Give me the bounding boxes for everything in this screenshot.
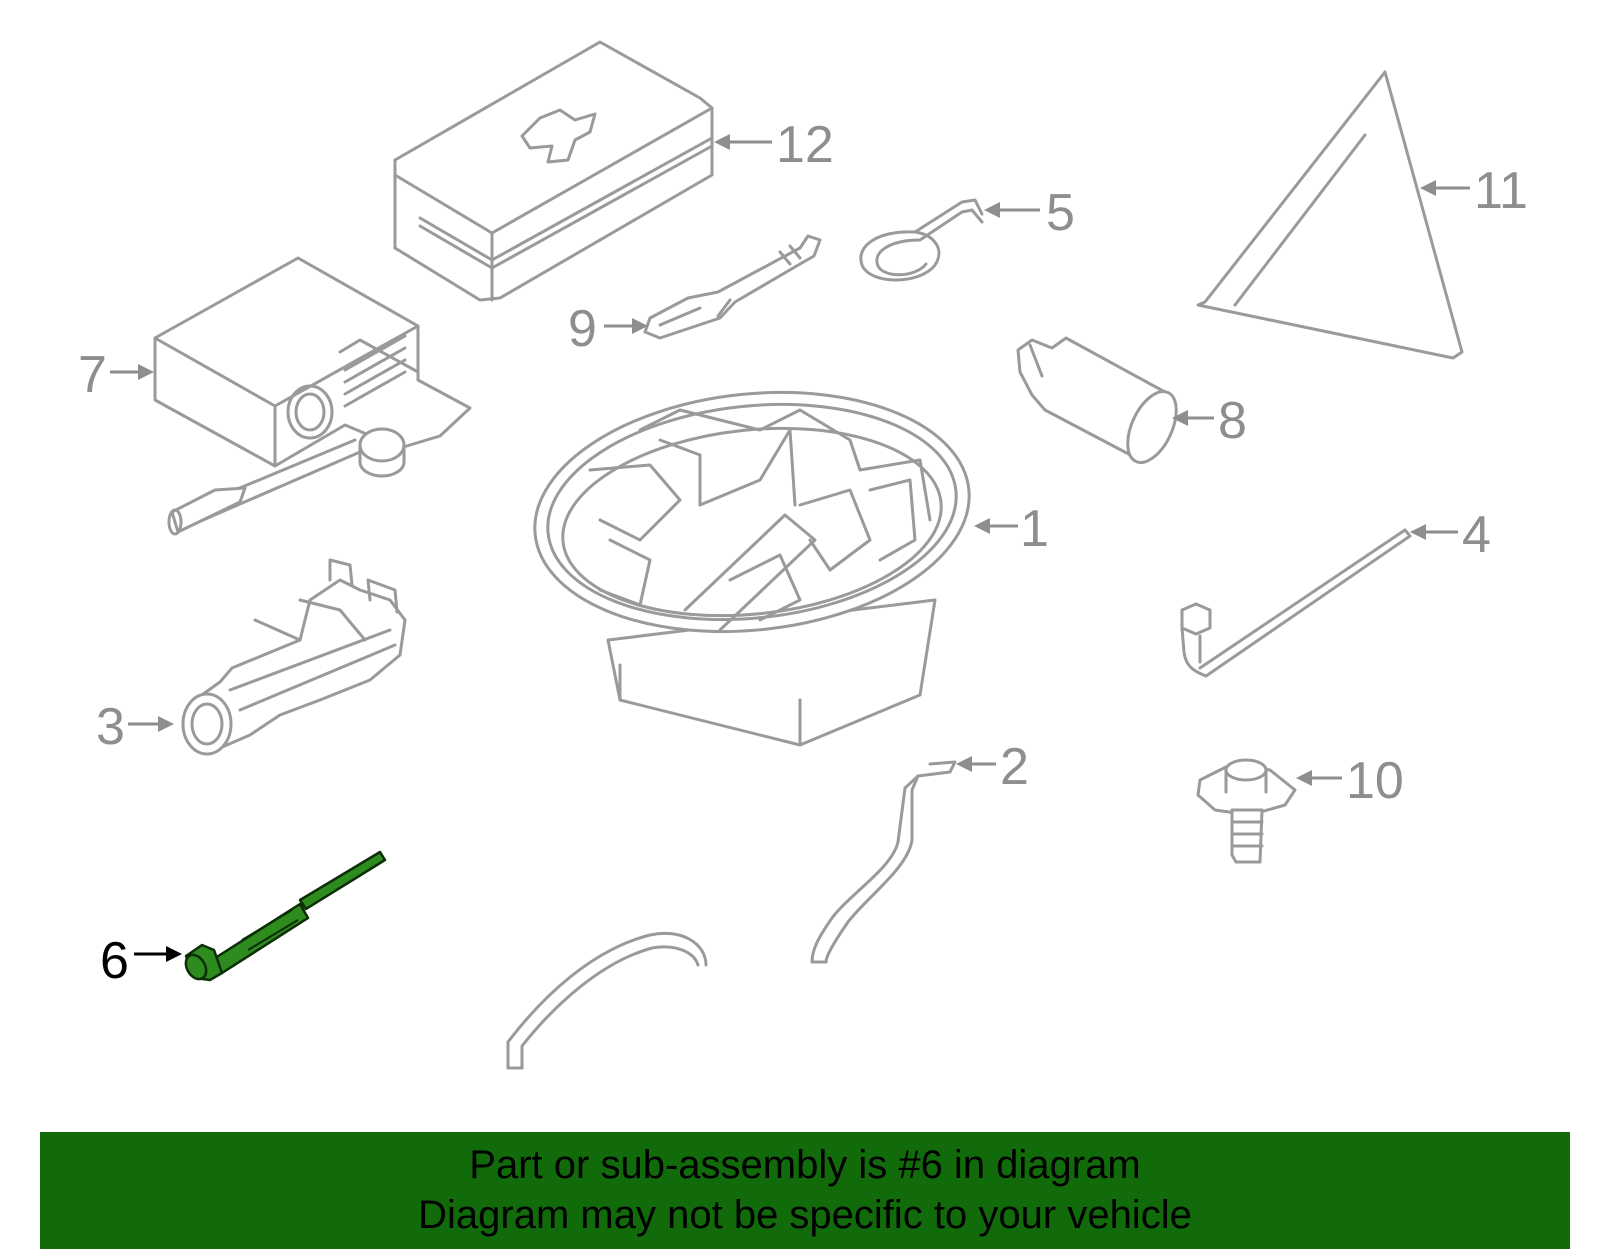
callout-11: 11 [1420,162,1528,220]
callout-4: 4 [1410,506,1491,564]
part-8-sealant-bottle[interactable] [1016,336,1186,470]
banner-line-1: Part or sub-assembly is #6 in diagram [469,1143,1141,1187]
part-6-highlighted[interactable] [182,850,387,983]
svg-text:2: 2 [1000,738,1029,796]
svg-text:8: 8 [1218,392,1247,450]
banner-line-2: Diagram may not be specific to your vehi… [418,1193,1192,1237]
callout-2: 2 [956,738,1029,796]
part-2-strap[interactable] [810,760,957,964]
callout-10: 10 [1296,752,1404,810]
svg-text:5: 5 [1046,184,1075,242]
svg-text:10: 10 [1346,752,1404,810]
callout-12: 12 [714,116,834,174]
part-9-valve-tool[interactable] [643,234,822,340]
callout-9: 9 [568,300,648,358]
svg-text:12: 12 [776,116,834,174]
svg-text:7: 7 [78,346,107,404]
callout-8: 8 [1172,392,1247,450]
callout-5: 5 [984,184,1075,242]
svg-text:11: 11 [1474,162,1528,220]
callout-1: 1 [974,500,1049,558]
part-11-warning-triangle[interactable] [1196,70,1464,360]
part-5-tow-hook-wire[interactable] [859,198,984,282]
part-4-lug-wrench[interactable] [1180,528,1412,678]
callout-6: 6 [100,932,182,990]
part-10-bolt[interactable] [1196,758,1297,864]
part-1-tool-tray[interactable] [523,372,981,747]
callout-3: 3 [96,698,174,756]
svg-text:6: 6 [100,932,129,990]
hose [506,931,708,1070]
part-12-first-aid-kit[interactable] [393,40,714,302]
part-7-compressor[interactable] [153,256,472,536]
svg-text:4: 4 [1462,506,1491,564]
info-banner: Part or sub-assembly is #6 in diagram Di… [40,1132,1570,1249]
part-3-jack[interactable] [181,558,407,756]
svg-text:3: 3 [96,698,125,756]
callout-7: 7 [78,346,154,404]
svg-text:9: 9 [568,300,597,358]
svg-text:1: 1 [1020,500,1049,558]
